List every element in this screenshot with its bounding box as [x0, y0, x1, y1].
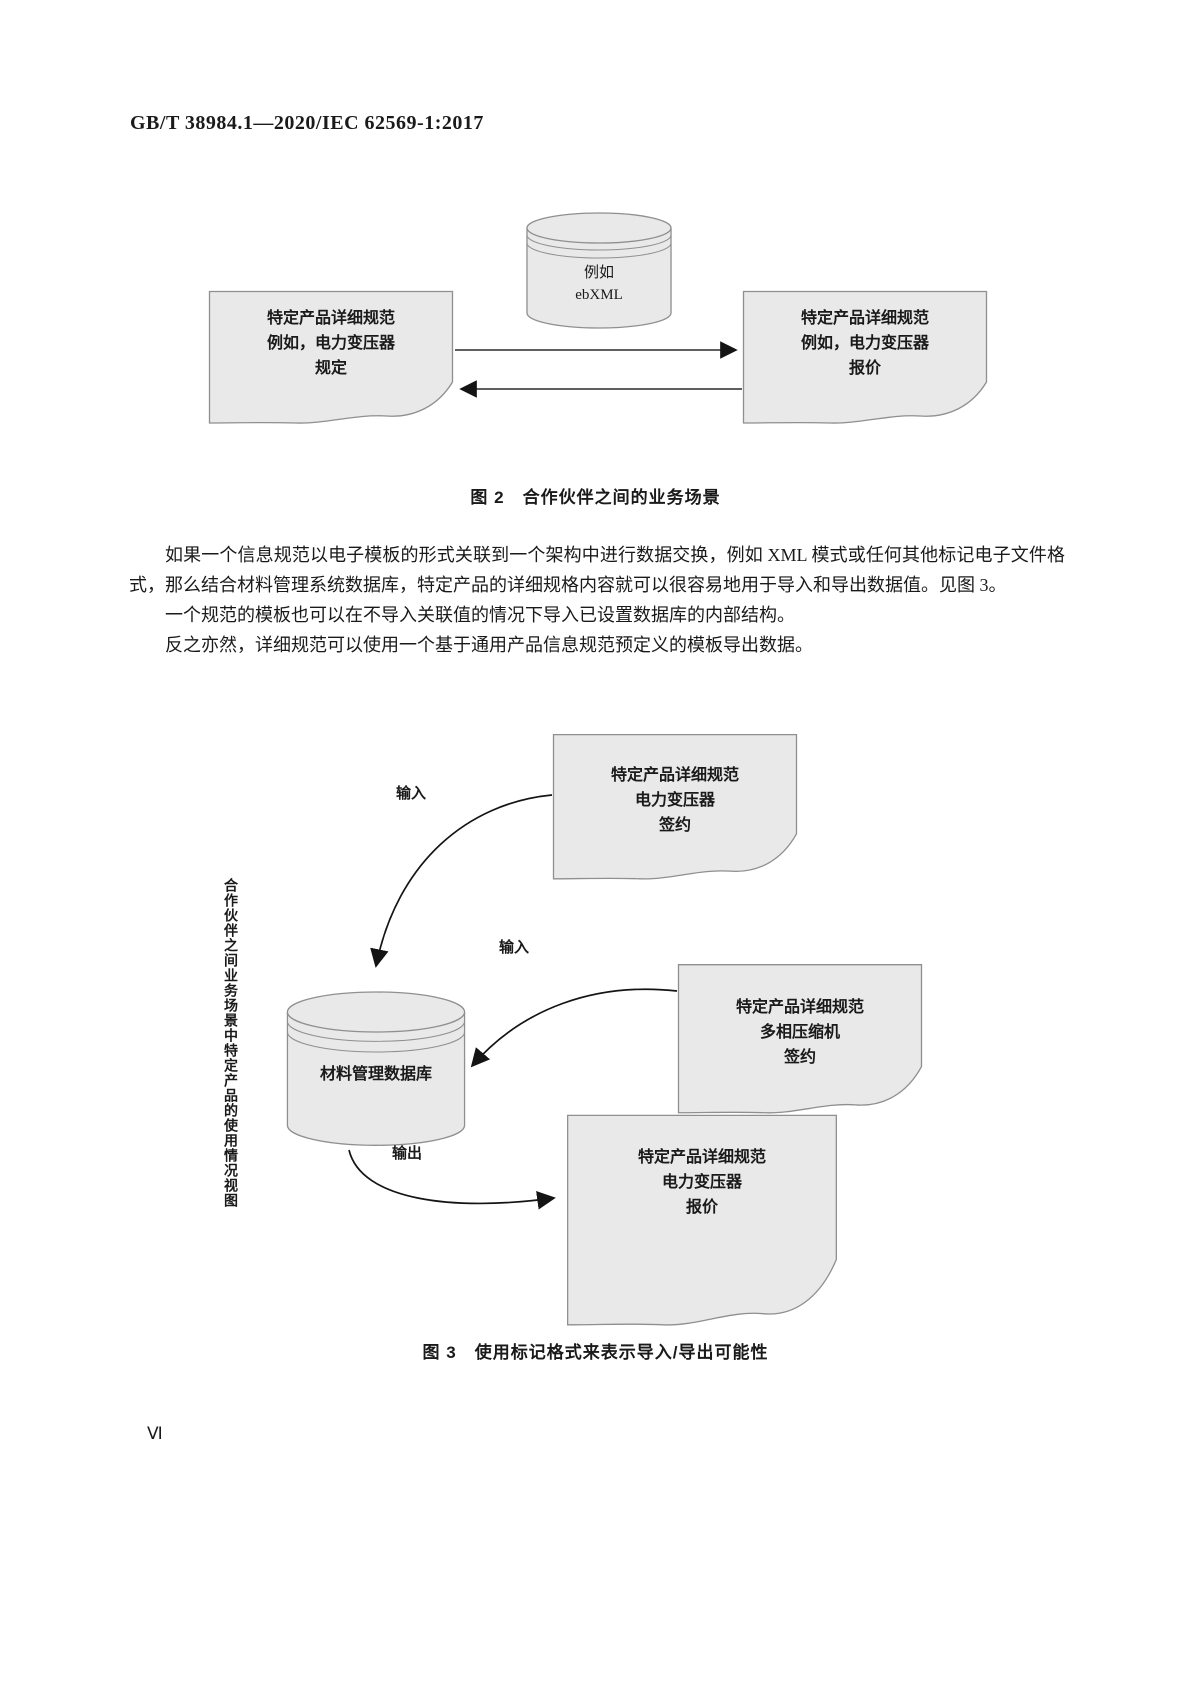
doc-line: 特定产品详细规范	[266, 310, 395, 327]
fig2-right-document-text: 特定产品详细规范 例如，电力变压器 报价	[742, 306, 988, 381]
paragraph-1: 如果一个信息规范以电子模板的形式关联到一个架构中进行数据交换，例如 XML 模式…	[129, 545, 1065, 595]
paragraph-2: 一个规范的模板也可以在不导入关联值的情况下导入已设置数据库的内部结构。	[165, 605, 795, 625]
fig3-input-label-middle: 输入	[499, 939, 530, 956]
doc-line: 特定产品详细规范	[800, 310, 929, 327]
doc-line: 签约	[658, 817, 691, 834]
document-shape	[677, 963, 923, 1115]
doc-line: 特定产品详细规范	[637, 1149, 766, 1166]
fig3-bottom-document: 特定产品详细规范 电力变压器 报价	[566, 1113, 838, 1328]
fig3-arrow-input-middle	[470, 988, 678, 1068]
body-paragraphs: 如果一个信息规范以电子模板的形式关联到一个架构中进行数据交换，例如 XML 模式…	[129, 540, 1065, 660]
paragraph-3: 反之亦然，详细规范可以使用一个基于通用产品信息规范预定义的模板导出数据。	[165, 635, 813, 655]
fig3-bottom-document-text: 特定产品详细规范 电力变压器 报价	[566, 1145, 838, 1220]
doc-line: 电力变压器	[634, 792, 715, 809]
doc-line: 特定产品详细规范	[610, 767, 739, 784]
doc-line: 规定	[314, 360, 347, 377]
doc-line: 例如，电力变压器	[800, 335, 929, 352]
doc-line: 多相压缩机	[759, 1024, 840, 1041]
fig2-exchange-database-cylinder: 例如 ebXML	[525, 210, 673, 330]
fig2-left-document: 特定产品详细规范 例如，电力变压器 规定	[208, 290, 454, 425]
fig2-cylinder-line2: ebXML	[575, 287, 623, 303]
document-shape	[742, 290, 988, 425]
cylinder-shape	[525, 210, 673, 330]
fig3-middle-document-text: 特定产品详细规范 多相压缩机 签约	[677, 995, 923, 1070]
fig3-input-label-top: 输入	[396, 785, 427, 802]
fig2-cylinder-line1: 例如	[583, 265, 614, 281]
fig3-top-document: 特定产品详细规范 电力变压器 签约	[552, 733, 798, 881]
fig3-materials-database-cylinder: 材料管理数据库	[285, 988, 467, 1148]
fig3-top-document-text: 特定产品详细规范 电力变压器 签约	[552, 763, 798, 838]
fig2-right-document: 特定产品详细规范 例如，电力变压器 报价	[742, 290, 988, 425]
document-header-number: GB/T 38984.1—2020/IEC 62569-1:2017	[130, 112, 484, 134]
cylinder-shape	[285, 988, 467, 1148]
doc-line: 例如，电力变压器	[266, 335, 395, 352]
doc-line: 特定产品详细规范	[735, 999, 864, 1016]
doc-line: 签约	[783, 1049, 816, 1066]
figure2-caption: 图 2 合作伙伴之间的业务场景	[470, 488, 721, 507]
fig3-arrow-output	[348, 1149, 556, 1210]
page-number: Ⅵ	[147, 1424, 163, 1443]
document-shape	[566, 1113, 838, 1328]
doc-line: 报价	[848, 360, 881, 377]
doc-line: 电力变压器	[661, 1174, 742, 1191]
doc-line: 报价	[685, 1199, 718, 1216]
fig3-cylinder-label: 材料管理数据库	[319, 1066, 432, 1083]
document-shape	[208, 290, 454, 425]
fig2-cylinder-label: 例如 ebXML	[525, 262, 673, 306]
document-shape	[552, 733, 798, 881]
figure3-caption: 图 3 使用标记格式来表示导入/导出可能性	[422, 1343, 769, 1362]
fig3-middle-document: 特定产品详细规范 多相压缩机 签约	[677, 963, 923, 1115]
fig2-left-document-text: 特定产品详细规范 例如，电力变压器 规定	[208, 306, 454, 381]
fig3-output-label: 输出	[392, 1145, 423, 1162]
fig3-side-vertical-label: 合作伙伴之间业务场景中特定产品的使用情况视图	[222, 878, 237, 1208]
